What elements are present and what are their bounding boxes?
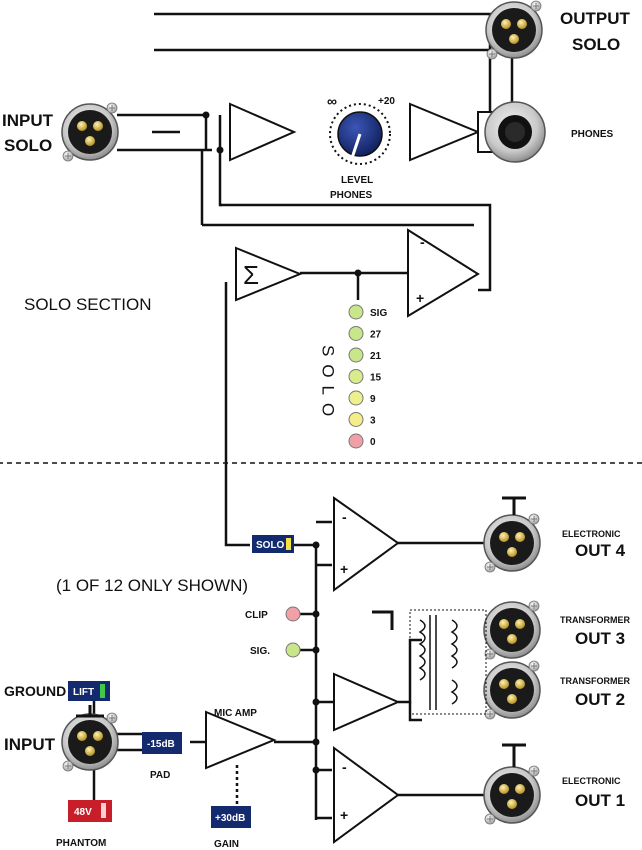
lift-button[interactable]: LIFT (68, 681, 110, 701)
solo-led-meter: SIG 27 21 15 9 3 0 (348, 304, 387, 449)
input-xlr-connector (61, 712, 119, 772)
solo-amp-minus: - (420, 234, 425, 250)
out3-label: OUT 3 (575, 629, 625, 648)
solo-button-label: SOLO (256, 540, 285, 551)
out2-xlr-connector (483, 660, 541, 720)
solo-section-title: SOLO SECTION (24, 295, 152, 314)
level-infinity-label: ∞ (327, 93, 337, 109)
led-label-1: 27 (370, 330, 382, 341)
phantom-label: PHANTOM (56, 838, 106, 849)
out4-type-label: ELECTRONIC (562, 529, 621, 539)
mic-amp-label: MIC AMP (214, 708, 257, 719)
out3-type-label: TRANSFORMER (560, 615, 630, 625)
transformer (409, 609, 487, 715)
out4-label: OUT 4 (575, 541, 626, 560)
clip-label: CLIP (245, 610, 268, 621)
pad-button[interactable]: -15dB (142, 732, 182, 754)
gain-label: GAIN (214, 839, 239, 850)
led-0 (348, 304, 364, 320)
clip-led (285, 606, 301, 622)
gain-button[interactable]: +30dB (211, 806, 251, 828)
led-label-6: 0 (370, 437, 376, 448)
solo-button[interactable]: SOLO (252, 535, 294, 553)
input-solo-label-line1: INPUT (2, 111, 54, 130)
out1-minus: - (342, 759, 347, 775)
led-3 (348, 369, 364, 384)
phantom-button[interactable]: 48V (68, 800, 112, 822)
phantom-button-label: 48V (74, 807, 92, 818)
out1-xlr-connector (483, 765, 541, 825)
phones-level-label-line2: PHONES (330, 190, 373, 201)
led-2 (348, 347, 364, 363)
pad-button-label: -15dB (147, 739, 175, 750)
input-solo-xlr-connector (61, 102, 119, 162)
solo-meter-amp (407, 228, 480, 318)
out4-xlr-connector (483, 513, 541, 573)
phones-out-label: PHONES (571, 129, 614, 140)
output-solo-label-line1: OUTPUT (560, 9, 631, 28)
phones-jack (477, 101, 546, 163)
one-of-twelve-note: (1 OF 12 ONLY SHOWN) (56, 576, 248, 595)
pad-label: PAD (150, 770, 170, 781)
output-solo-label-line2: SOLO (572, 35, 620, 54)
out1-type-label: ELECTRONIC (562, 776, 621, 786)
amplifiers (205, 102, 481, 844)
led-6 (348, 433, 364, 449)
phones-level-label-line1: LEVEL (341, 175, 373, 186)
lift-button-label: LIFT (73, 687, 94, 698)
out1-plus: + (340, 807, 348, 823)
out4-minus: - (342, 509, 347, 525)
led-5 (348, 412, 364, 427)
sig-led (285, 642, 301, 658)
wiring (0, 12, 642, 820)
input-solo-label-line2: SOLO (4, 136, 52, 155)
out2-label: OUT 2 (575, 690, 625, 709)
mic-amp (205, 710, 277, 770)
out2-type-label: TRANSFORMER (560, 676, 630, 686)
gain-button-label: +30dB (215, 813, 245, 824)
level-plus20-label: +20 (378, 96, 395, 107)
input-label: INPUT (4, 735, 56, 754)
out4-plus: + (340, 561, 348, 577)
led-label-5: 3 (370, 416, 376, 427)
sig-label: SIG. (250, 646, 270, 657)
output-solo-xlr-connector (485, 0, 543, 60)
out1-amp (333, 746, 400, 844)
led-label-4: 9 (370, 394, 376, 405)
ground-label: GROUND (4, 683, 66, 699)
led-label-2: 21 (370, 351, 382, 362)
solo-meter-vertical-label: SOLO (319, 345, 338, 424)
out3-xlr-connector (483, 600, 541, 660)
solo-amp-plus: + (416, 290, 424, 306)
out1-label: OUT 1 (575, 791, 625, 810)
sigma-symbol: Σ (243, 260, 259, 290)
phones-level-knob[interactable] (329, 103, 391, 165)
led-4 (348, 390, 364, 406)
out4-amp (333, 496, 400, 592)
out23-amp (333, 672, 401, 732)
led-1 (348, 326, 364, 341)
input-amp (229, 102, 297, 162)
sum-amp (235, 246, 303, 302)
led-label-3: 15 (370, 373, 382, 384)
phones-amp (409, 102, 481, 162)
led-label-0: SIG (370, 308, 387, 319)
